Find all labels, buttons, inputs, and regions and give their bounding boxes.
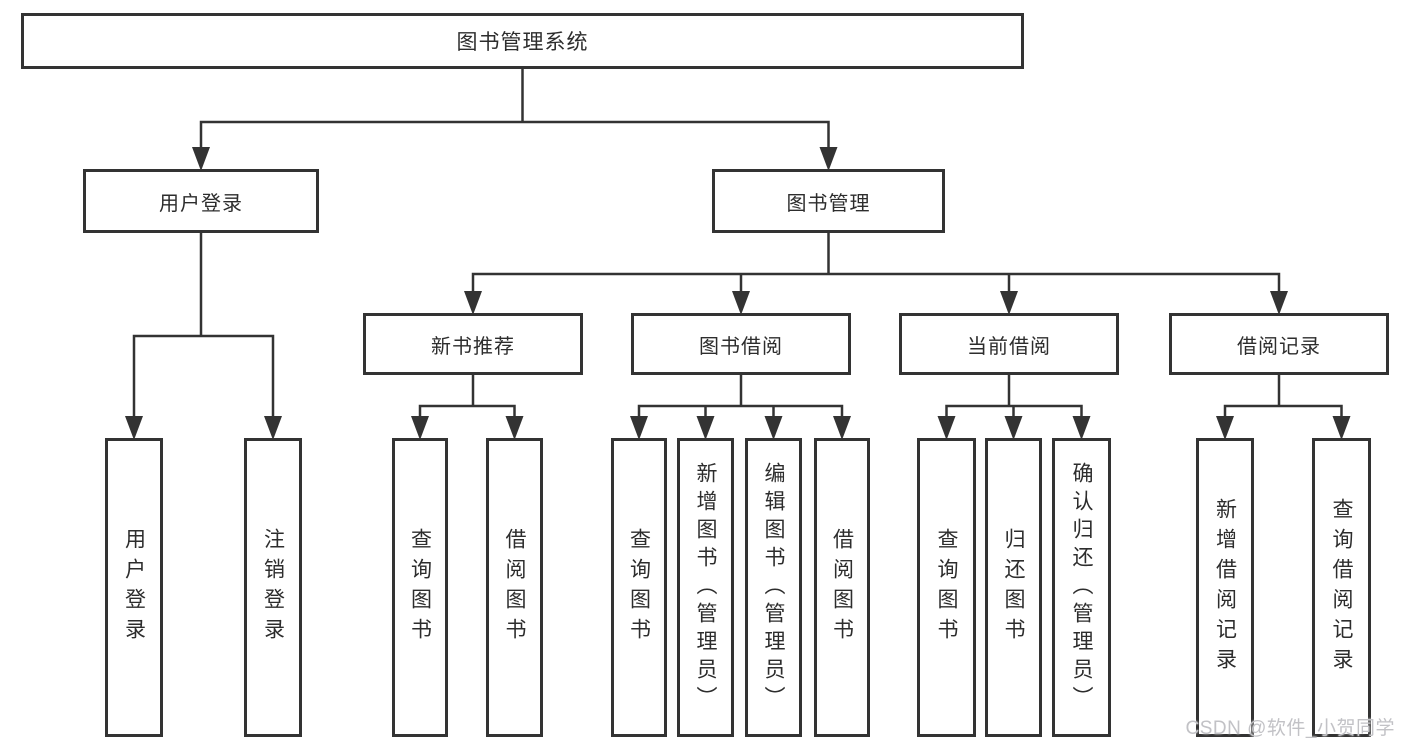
leaf-return-books: 归还图书	[985, 438, 1042, 737]
node-new-book-recommend: 新书推荐	[363, 313, 583, 375]
leaf-query-borrow-record: 查询借阅记录	[1312, 438, 1371, 737]
leaf-confirm-return-admin: 确认归还（管理员）	[1052, 438, 1111, 737]
leaf-user-login: 用户登录	[105, 438, 163, 737]
leaf-add-borrow-record: 新增借阅记录	[1196, 438, 1254, 737]
leaf-borrow-books-recommend: 借阅图书	[486, 438, 543, 737]
node-library-system: 图书管理系统	[21, 13, 1024, 69]
leaf-borrow-books-borrowing: 借阅图书	[814, 438, 870, 737]
node-borrowing-records: 借阅记录	[1169, 313, 1389, 375]
leaf-query-books-current: 查询图书	[917, 438, 976, 737]
node-book-management: 图书管理	[712, 169, 945, 233]
node-current-borrowing: 当前借阅	[899, 313, 1119, 375]
leaf-edit-books-admin: 编辑图书（管理员）	[745, 438, 802, 737]
node-user-login: 用户登录	[83, 169, 319, 233]
leaf-query-books-borrowing: 查询图书	[611, 438, 667, 737]
leaf-query-books-recommend: 查询图书	[392, 438, 448, 737]
leaf-logout: 注销登录	[244, 438, 302, 737]
node-book-borrowing: 图书借阅	[631, 313, 851, 375]
arrowheads	[125, 147, 1351, 440]
leaf-add-books-admin: 新增图书（管理员）	[677, 438, 734, 737]
watermark: CSDN @软件_小贺同学	[1185, 718, 1395, 739]
